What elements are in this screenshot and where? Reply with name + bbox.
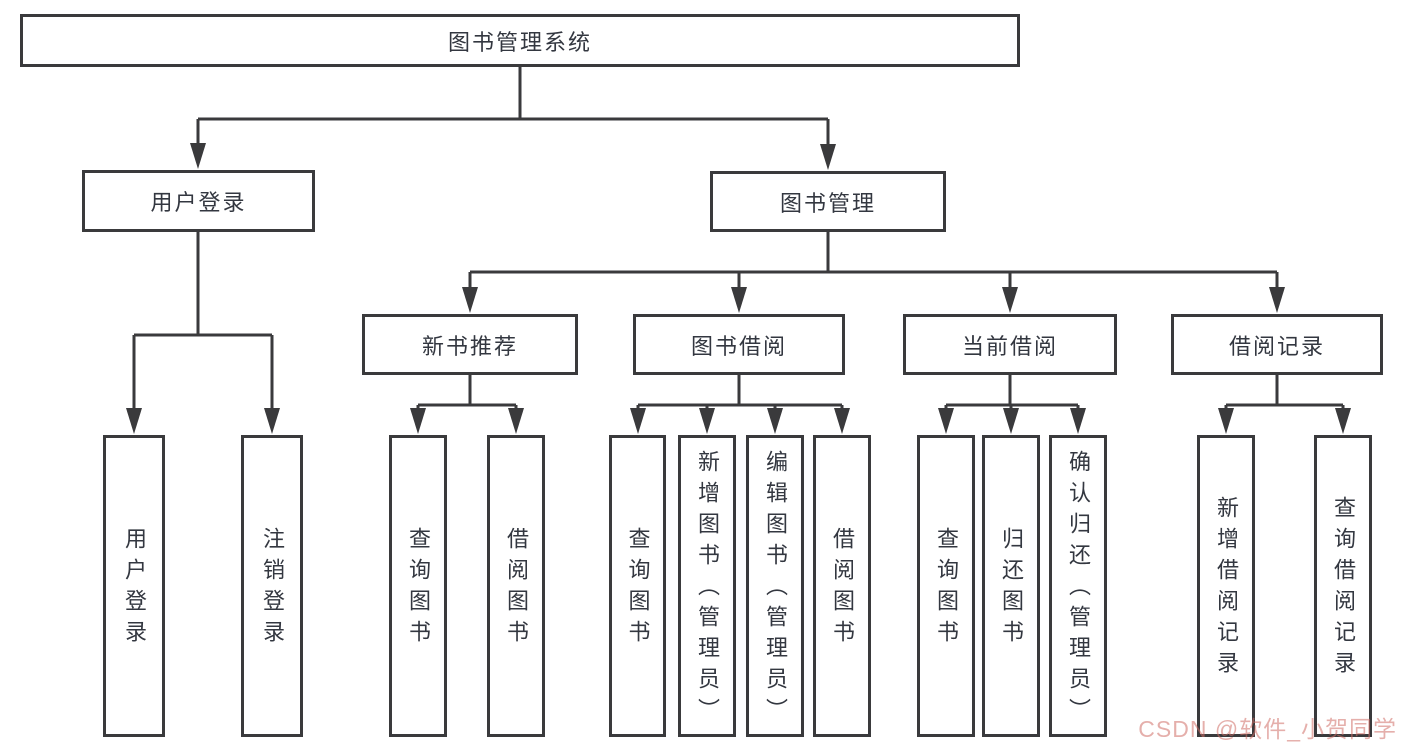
leaf-return-book: 归还图书 bbox=[982, 435, 1040, 737]
leaf-borrow-book-recommend: 借阅图书 bbox=[487, 435, 545, 737]
leaf-edit-book-admin: 编辑图书（管理员） bbox=[746, 435, 804, 737]
leaf-borrow-book: 借阅图书 bbox=[813, 435, 871, 737]
leaf-query-book-current: 查询图书 bbox=[917, 435, 975, 737]
node-book-borrowing: 图书借阅 bbox=[633, 314, 845, 375]
leaf-logout: 注销登录 bbox=[241, 435, 303, 737]
leaf-query-borrow-record: 查询借阅记录 bbox=[1314, 435, 1372, 737]
csdn-watermark: CSDN @软件_小贺同学 bbox=[1138, 716, 1397, 742]
leaf-query-book-recommend: 查询图书 bbox=[389, 435, 447, 737]
node-user-login-branch: 用户登录 bbox=[82, 170, 315, 232]
node-current-borrowing: 当前借阅 bbox=[903, 314, 1117, 375]
leaf-query-book-borrowing: 查询图书 bbox=[609, 435, 666, 737]
leaf-add-book-admin: 新增图书（管理员） bbox=[678, 435, 736, 737]
node-new-book-recommend: 新书推荐 bbox=[362, 314, 578, 375]
leaf-confirm-return-admin: 确认归还（管理员） bbox=[1049, 435, 1107, 737]
node-borrow-records: 借阅记录 bbox=[1171, 314, 1383, 375]
node-book-management-branch: 图书管理 bbox=[710, 171, 946, 232]
node-root-system: 图书管理系统 bbox=[20, 14, 1020, 67]
leaf-add-borrow-record: 新增借阅记录 bbox=[1197, 435, 1255, 737]
arrowhead-icons bbox=[126, 143, 1351, 434]
leaf-user-login: 用户登录 bbox=[103, 435, 165, 737]
